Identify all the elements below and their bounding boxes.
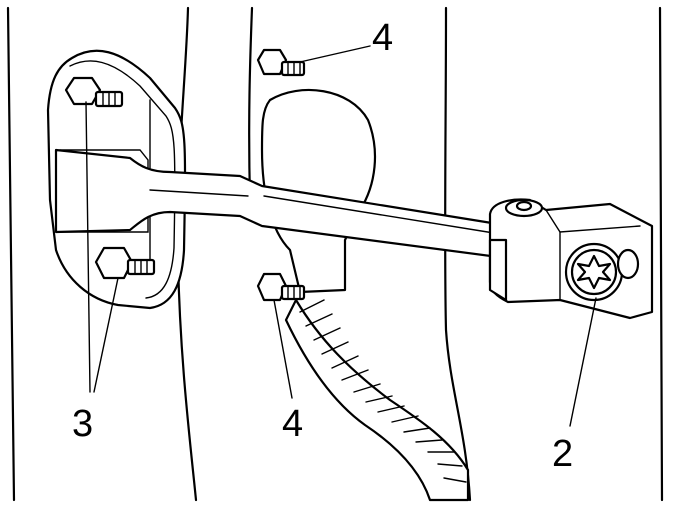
callout-label-bottom-middle: 4 xyxy=(282,403,303,445)
plate-bolt-upper xyxy=(64,76,124,108)
torx-pin xyxy=(564,242,640,302)
pillar-bolt-upper xyxy=(256,48,306,77)
callout-label-bottom-right: 2 xyxy=(552,433,573,475)
pillar-bolt-lower xyxy=(256,272,306,302)
plate-bolt-lower xyxy=(94,246,156,280)
callout-label-top: 4 xyxy=(372,17,393,59)
wiring-harness xyxy=(284,298,470,502)
body-outlines xyxy=(6,6,664,502)
callout-labels: 4 3 4 2 xyxy=(72,17,573,475)
callout-label-bottom-left: 3 xyxy=(72,403,93,445)
leader-lines xyxy=(85,45,597,427)
